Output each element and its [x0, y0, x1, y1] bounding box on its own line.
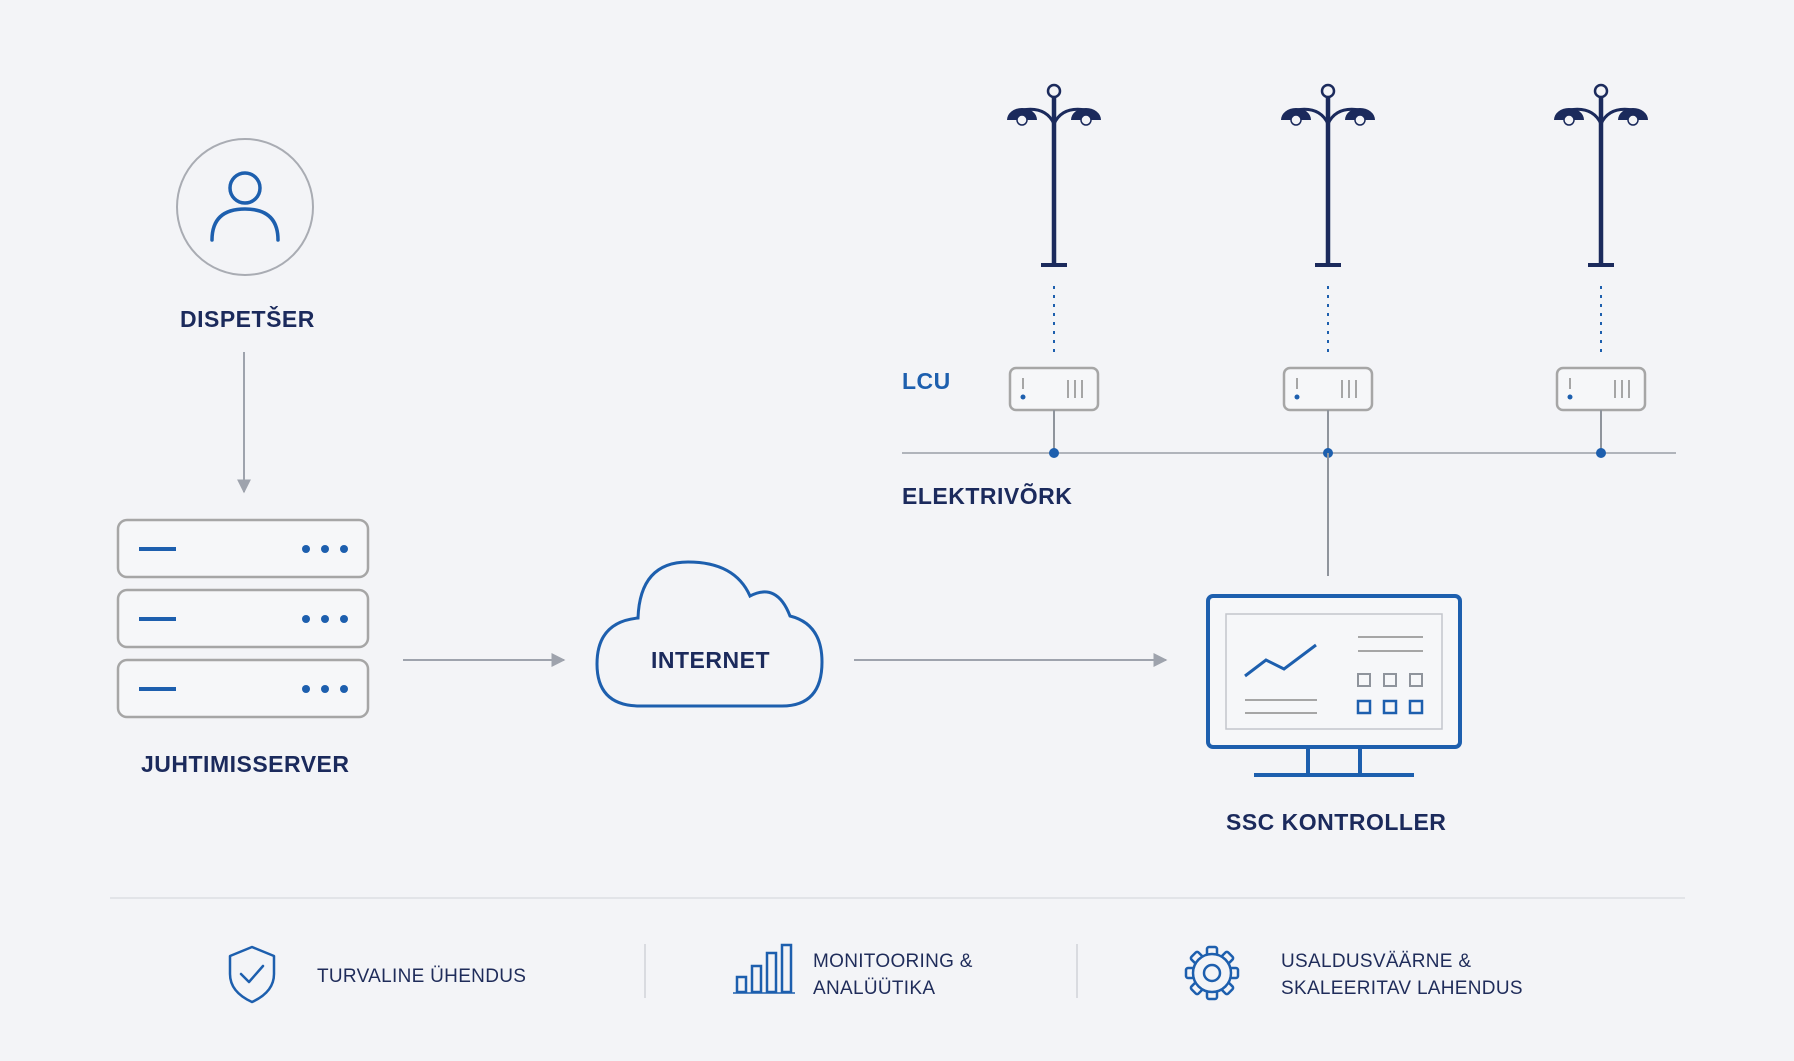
- lcu-label: LCU: [902, 368, 951, 394]
- server-label: JUHTIMISSERVER: [141, 751, 350, 777]
- lcu-module-icon: [1282, 366, 1374, 412]
- feature-line: ANALÜÜTIKA: [813, 978, 936, 999]
- lcu-module-icon: [1555, 366, 1647, 412]
- grid-label: ELEKTRIVÕRK: [902, 483, 1073, 509]
- grid-junction: [1596, 448, 1606, 458]
- feature-line: SKALEERITAV LAHENDUS: [1281, 978, 1523, 999]
- monitor-dashboard-icon: [1206, 594, 1462, 777]
- gear-icon: [1184, 945, 1240, 1001]
- grid-junction: [1049, 448, 1059, 458]
- cloud-icon: [595, 560, 824, 708]
- server-rack-icon: [116, 518, 370, 719]
- lcu-module-icon: [1008, 366, 1100, 412]
- street-lamp-icon: [1554, 83, 1648, 267]
- feature-line: MONITOORING &: [813, 951, 973, 972]
- street-lamp-icon: [1007, 83, 1101, 267]
- bar-chart-icon: [733, 943, 795, 994]
- feature-reliable-label: USALDUSVÄÄRNE & SKALEERITAV LAHENDUS: [1281, 948, 1523, 1002]
- controller-label: SSC KONTROLLER: [1226, 809, 1447, 835]
- user-icon: [176, 138, 314, 276]
- shield-check-icon: [228, 945, 276, 1004]
- feature-line: TURVALINE ÜHENDUS: [317, 966, 527, 987]
- street-lamp-icon: [1281, 83, 1375, 267]
- feature-monitoring-label: MONITOORING & ANALÜÜTIKA: [813, 948, 973, 1002]
- feature-secure-connection-label: TURVALINE ÜHENDUS: [317, 963, 526, 990]
- dispatcher-label: DISPETŠER: [180, 306, 315, 332]
- feature-line: USALDUSVÄÄRNE &: [1281, 951, 1472, 972]
- internet-label: INTERNET: [651, 647, 770, 673]
